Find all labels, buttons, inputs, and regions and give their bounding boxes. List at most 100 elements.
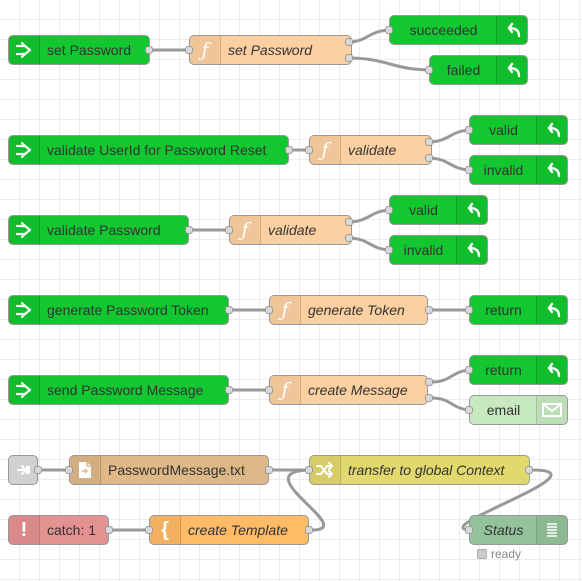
output-port[interactable] <box>425 138 433 146</box>
node-label: send Password Message <box>47 382 204 398</box>
node-label: catch: 1 <box>47 522 97 538</box>
list-icon <box>536 516 567 544</box>
change-node[interactable]: transfer to global Context <box>309 455 530 485</box>
input-port[interactable] <box>385 246 393 254</box>
function-icon: ƒ <box>190 36 221 64</box>
input-port[interactable] <box>225 226 233 234</box>
function-icon: ƒ <box>230 216 261 244</box>
input-port[interactable] <box>465 126 473 134</box>
failed-return-node[interactable]: failed <box>429 55 528 85</box>
valid-return-node[interactable]: valid <box>389 195 488 225</box>
node-label: succeeded <box>409 22 478 38</box>
return-arrow-icon <box>536 156 567 184</box>
arrow-in-icon <box>9 136 40 164</box>
input-port[interactable] <box>465 166 473 174</box>
generate-token-input-node[interactable]: generate Password Token <box>8 295 229 325</box>
input-port[interactable] <box>265 386 273 394</box>
input-port[interactable] <box>465 406 473 414</box>
output-port[interactable] <box>425 154 433 162</box>
return-arrow-icon <box>456 236 487 264</box>
email-node[interactable]: email <box>469 395 568 425</box>
node-label: return <box>485 302 522 318</box>
invalid-return-node[interactable]: invalid <box>389 235 488 265</box>
set-password-function-node[interactable]: ƒ set Password <box>189 35 352 65</box>
validate-userid-input-node[interactable]: validate UserId for Password Reset <box>8 135 289 165</box>
node-label: validate <box>268 222 317 238</box>
input-port[interactable] <box>465 366 473 374</box>
return-node[interactable]: return <box>469 295 568 325</box>
validate-password-function-node[interactable]: ƒ validate <box>229 215 352 245</box>
status-indicator: ready <box>477 547 521 561</box>
output-port[interactable] <box>425 378 433 386</box>
node-label: Status <box>483 522 524 538</box>
output-port[interactable] <box>225 306 233 314</box>
output-port[interactable] <box>345 234 353 242</box>
output-port[interactable] <box>34 466 42 474</box>
node-label: validate Password <box>47 222 161 238</box>
node-label: transfer to global Context <box>348 462 505 478</box>
output-port[interactable] <box>285 146 293 154</box>
invalid-return-node[interactable]: invalid <box>469 155 568 185</box>
output-port[interactable] <box>345 54 353 62</box>
input-port[interactable] <box>465 306 473 314</box>
node-label: failed <box>446 62 481 78</box>
output-port[interactable] <box>525 466 533 474</box>
send-message-input-node[interactable]: send Password Message <box>8 375 229 405</box>
exclamation-icon: ! <box>9 516 40 544</box>
input-port[interactable] <box>385 206 393 214</box>
input-port[interactable] <box>265 306 273 314</box>
input-port[interactable] <box>65 466 73 474</box>
node-label: create Template <box>188 522 288 538</box>
node-label: set Password <box>228 42 313 58</box>
output-port[interactable] <box>345 38 353 46</box>
file-icon <box>70 456 101 484</box>
output-port[interactable] <box>265 466 273 474</box>
output-port[interactable] <box>425 306 433 314</box>
catch-node[interactable]: ! catch: 1 <box>8 515 109 545</box>
return-arrow-icon <box>496 56 527 84</box>
input-port[interactable] <box>465 526 473 534</box>
status-text: ready <box>491 547 522 561</box>
status-dot-icon <box>477 549 487 559</box>
file-in-node[interactable]: PasswordMessage.txt <box>69 455 269 485</box>
node-label: validate UserId for Password Reset <box>47 142 267 158</box>
node-label: generate Password Token <box>47 302 209 318</box>
function-icon: ƒ <box>310 136 341 164</box>
input-port[interactable] <box>145 526 153 534</box>
validate-password-input-node[interactable]: validate Password <box>8 215 189 245</box>
valid-return-node[interactable]: valid <box>469 115 568 145</box>
template-node[interactable]: { create Template <box>149 515 309 545</box>
wire <box>347 56 433 72</box>
output-port[interactable] <box>185 226 193 234</box>
succeeded-return-node[interactable]: succeeded <box>389 15 528 45</box>
create-message-function-node[interactable]: ƒ create Message <box>269 375 428 405</box>
input-port[interactable] <box>185 46 193 54</box>
generate-token-function-node[interactable]: ƒ generate Token <box>269 295 428 325</box>
arrow-in-icon <box>9 376 40 404</box>
output-port[interactable] <box>105 526 113 534</box>
set-password-input-node[interactable]: set Password <box>8 35 150 65</box>
input-port[interactable] <box>305 146 313 154</box>
input-port[interactable] <box>385 26 393 34</box>
output-port[interactable] <box>425 394 433 402</box>
arrow-in-icon <box>9 296 40 324</box>
output-port[interactable] <box>345 218 353 226</box>
status-node[interactable]: Status <box>469 515 568 545</box>
input-port[interactable] <box>305 466 313 474</box>
function-icon: ƒ <box>270 296 301 324</box>
function-icon: ƒ <box>270 376 301 404</box>
validate-userid-function-node[interactable]: ƒ validate <box>309 135 432 165</box>
return-node[interactable]: return <box>469 355 568 385</box>
node-label: valid <box>489 122 518 138</box>
node-label: invalid <box>403 242 444 258</box>
arrow-in-icon <box>9 36 40 64</box>
node-label: email <box>486 402 521 418</box>
node-label: valid <box>409 202 438 218</box>
output-port[interactable] <box>225 386 233 394</box>
node-label: set Password <box>47 42 132 58</box>
output-port[interactable] <box>305 526 313 534</box>
output-port[interactable] <box>145 46 153 54</box>
input-port[interactable] <box>425 66 433 74</box>
arrow-in-icon <box>9 216 40 244</box>
